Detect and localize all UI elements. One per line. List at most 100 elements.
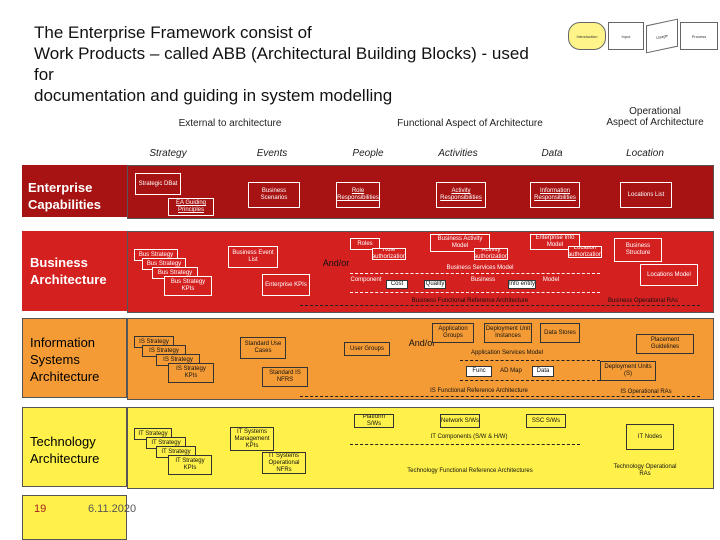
box-strategic-dbat[interactable]: Strategic DBat — [135, 173, 181, 195]
footer-panel — [22, 495, 127, 540]
nav-input[interactable]: Input — [608, 22, 644, 50]
label-tora: Technology Operational RAs — [600, 464, 690, 478]
label-bora: Business Operational RAs — [607, 298, 679, 304]
label-kpis: KPIs — [181, 286, 195, 292]
box-network-s-ws[interactable]: Network S/Ws — [440, 414, 480, 428]
label-isfra: IS Functional Reference Architecture — [430, 388, 528, 394]
row-label-is-line-1: Information — [30, 335, 96, 350]
line-asm-top — [460, 360, 600, 361]
row-label-is-line-3: Architecture — [30, 369, 100, 384]
box-roles[interactable]: Roles — [350, 238, 380, 250]
line-isfra — [300, 396, 700, 397]
label-application-services-model: Application Services Model — [470, 350, 544, 356]
box-locations-model[interactable]: Locations Model — [640, 264, 698, 286]
box-func[interactable]: Func — [466, 366, 492, 377]
label-and-or-business: And/or — [322, 258, 350, 268]
box-cost[interactable]: Cost — [386, 280, 408, 289]
column-location: Location — [626, 148, 664, 159]
header-external: External to architecture — [178, 118, 282, 129]
title-line-2: Work Products – called ABB (Architectura… — [34, 44, 529, 84]
row-label-business-line-2: Architecture — [30, 272, 107, 287]
box-deployment-units[interactable]: Deployment Units (S) — [600, 361, 656, 381]
header-operational-line-1: Operational — [629, 106, 681, 117]
label-kpis: KPIs — [184, 373, 198, 379]
row-label-enterprise: Enterprise Capabilities — [28, 179, 101, 213]
box-platform-s-ws[interactable]: Platform S/Ws — [354, 414, 394, 428]
nav-usage[interactable]: Usage — [646, 18, 678, 54]
nav-introduction[interactable]: Introduction — [568, 22, 606, 50]
box-it-nodes[interactable]: IT Nodes — [626, 424, 674, 450]
line-asm-bottom — [460, 380, 600, 381]
row-label-is-bg — [22, 318, 127, 398]
box-it-systems-operational[interactable]: IT Systems Operational NFRs — [262, 452, 306, 474]
label-it-components: IT Components (S/W & H/W) — [430, 434, 508, 440]
box-data-stores[interactable]: Data Stores — [540, 323, 580, 343]
nav-label: Process — [691, 33, 707, 39]
box-placement-guidelines[interactable]: Placement Guidelines — [636, 334, 694, 354]
box-business-structure[interactable]: Business Structure — [614, 238, 662, 262]
box-activity-authorization[interactable]: Activity authorization — [474, 248, 508, 260]
line-bsm-top — [350, 273, 600, 274]
label-business-services-model: Business Services Model — [446, 265, 514, 271]
box-info-entity[interactable]: Info entity — [508, 280, 536, 289]
label: Bus Strategy — [170, 279, 206, 285]
footer-date: 6.11.2020 — [88, 503, 137, 515]
box-data[interactable]: Data — [532, 366, 554, 377]
box-role-authorization[interactable]: Role authorization — [372, 248, 406, 260]
line-bfra — [300, 305, 700, 306]
label-model: Model — [542, 277, 560, 283]
box-business-event-list[interactable]: Business Event List — [228, 246, 278, 268]
nav-process[interactable]: Process — [680, 22, 718, 50]
label-tora-line-1: Technology Operational — [613, 464, 677, 470]
page-number: 19 — [34, 503, 47, 515]
box-standard-use-cases[interactable]: Standard Use Cases — [240, 337, 286, 359]
box-information-responsibilities[interactable]: Information Responsibilities — [530, 182, 580, 208]
box-bus-strategy-4[interactable]: Bus Strategy KPIs — [164, 276, 212, 296]
column-strategy: Strategy — [149, 148, 187, 159]
row-label-enterprise-line-1: Enterprise — [28, 180, 93, 195]
row-label-business-bg — [22, 231, 127, 311]
box-enterprise-kpis[interactable]: Enterprise KPIs — [262, 274, 310, 296]
band-tech — [127, 407, 714, 489]
column-people: People — [352, 148, 384, 159]
nav-label: Usage — [656, 32, 668, 40]
label-ad-map: AD Map — [500, 368, 522, 374]
box-user-groups[interactable]: User Groups — [344, 342, 390, 356]
slide-title: The Enterprise Framework consist of Work… — [34, 22, 534, 106]
label-bfra: Business Functional Reference Architectu… — [411, 298, 529, 304]
box-ea-guiding-principles[interactable]: EA Guiding Principles — [168, 198, 214, 216]
box-business-scenarios[interactable]: Business Scenarios — [248, 182, 300, 208]
box-locations-list[interactable]: Locations List — [620, 182, 672, 208]
box-it-systems-management[interactable]: IT Systems Management KPIs — [230, 427, 274, 451]
box-role-responsibilities[interactable]: Role Responsibilities — [336, 182, 380, 208]
box-enterprise-info-model[interactable]: Enterprise Info Model — [530, 234, 580, 250]
box-business-activity-model[interactable]: Business Activity Model — [430, 234, 490, 252]
label-tfra: Technology Functional Reference Architec… — [407, 468, 533, 474]
box-activity-responsibilities[interactable]: Activity Responsibilities — [436, 182, 486, 208]
row-label-business: Business Architecture — [30, 254, 107, 288]
nav-label: Input — [621, 33, 631, 39]
box-standard-is-nfrs[interactable]: Standard IS NFRS — [262, 367, 308, 387]
band-is — [127, 318, 714, 400]
row-label-tech-line-1: Technology — [30, 434, 96, 449]
row-label-is: Information Systems Architecture — [30, 334, 99, 385]
column-events: Events — [256, 148, 288, 159]
line-bsm-bottom — [350, 292, 600, 293]
label-business: Business — [470, 277, 496, 283]
label: IT Strategy — [175, 458, 205, 464]
box-location-authorization[interactable]: Location authorization — [568, 246, 602, 258]
box-is-strategy-4[interactable]: IS Strategy KPIs — [168, 363, 214, 383]
row-label-tech-bg — [22, 407, 127, 487]
title-line-3: documentation and guiding in system mode… — [34, 86, 393, 105]
box-deployment-unit-instances[interactable]: Deployment Unit Instances — [484, 323, 532, 343]
box-application-groups[interactable]: Application Groups — [432, 323, 474, 343]
label-tora-line-2: RAs — [639, 471, 651, 477]
box-quality[interactable]: Quality — [424, 280, 446, 289]
label-and-or-is: And/or — [408, 338, 436, 348]
box-ssc-s-ws[interactable]: SSC S/Ws — [526, 414, 566, 428]
nav-label: Introduction — [576, 33, 598, 39]
row-label-business-line-1: Business — [30, 255, 88, 270]
label-component: Component — [350, 277, 382, 283]
row-label-tech-line-2: Architecture — [30, 451, 100, 466]
box-it-strategy-4[interactable]: IT Strategy KPIs — [168, 455, 212, 475]
